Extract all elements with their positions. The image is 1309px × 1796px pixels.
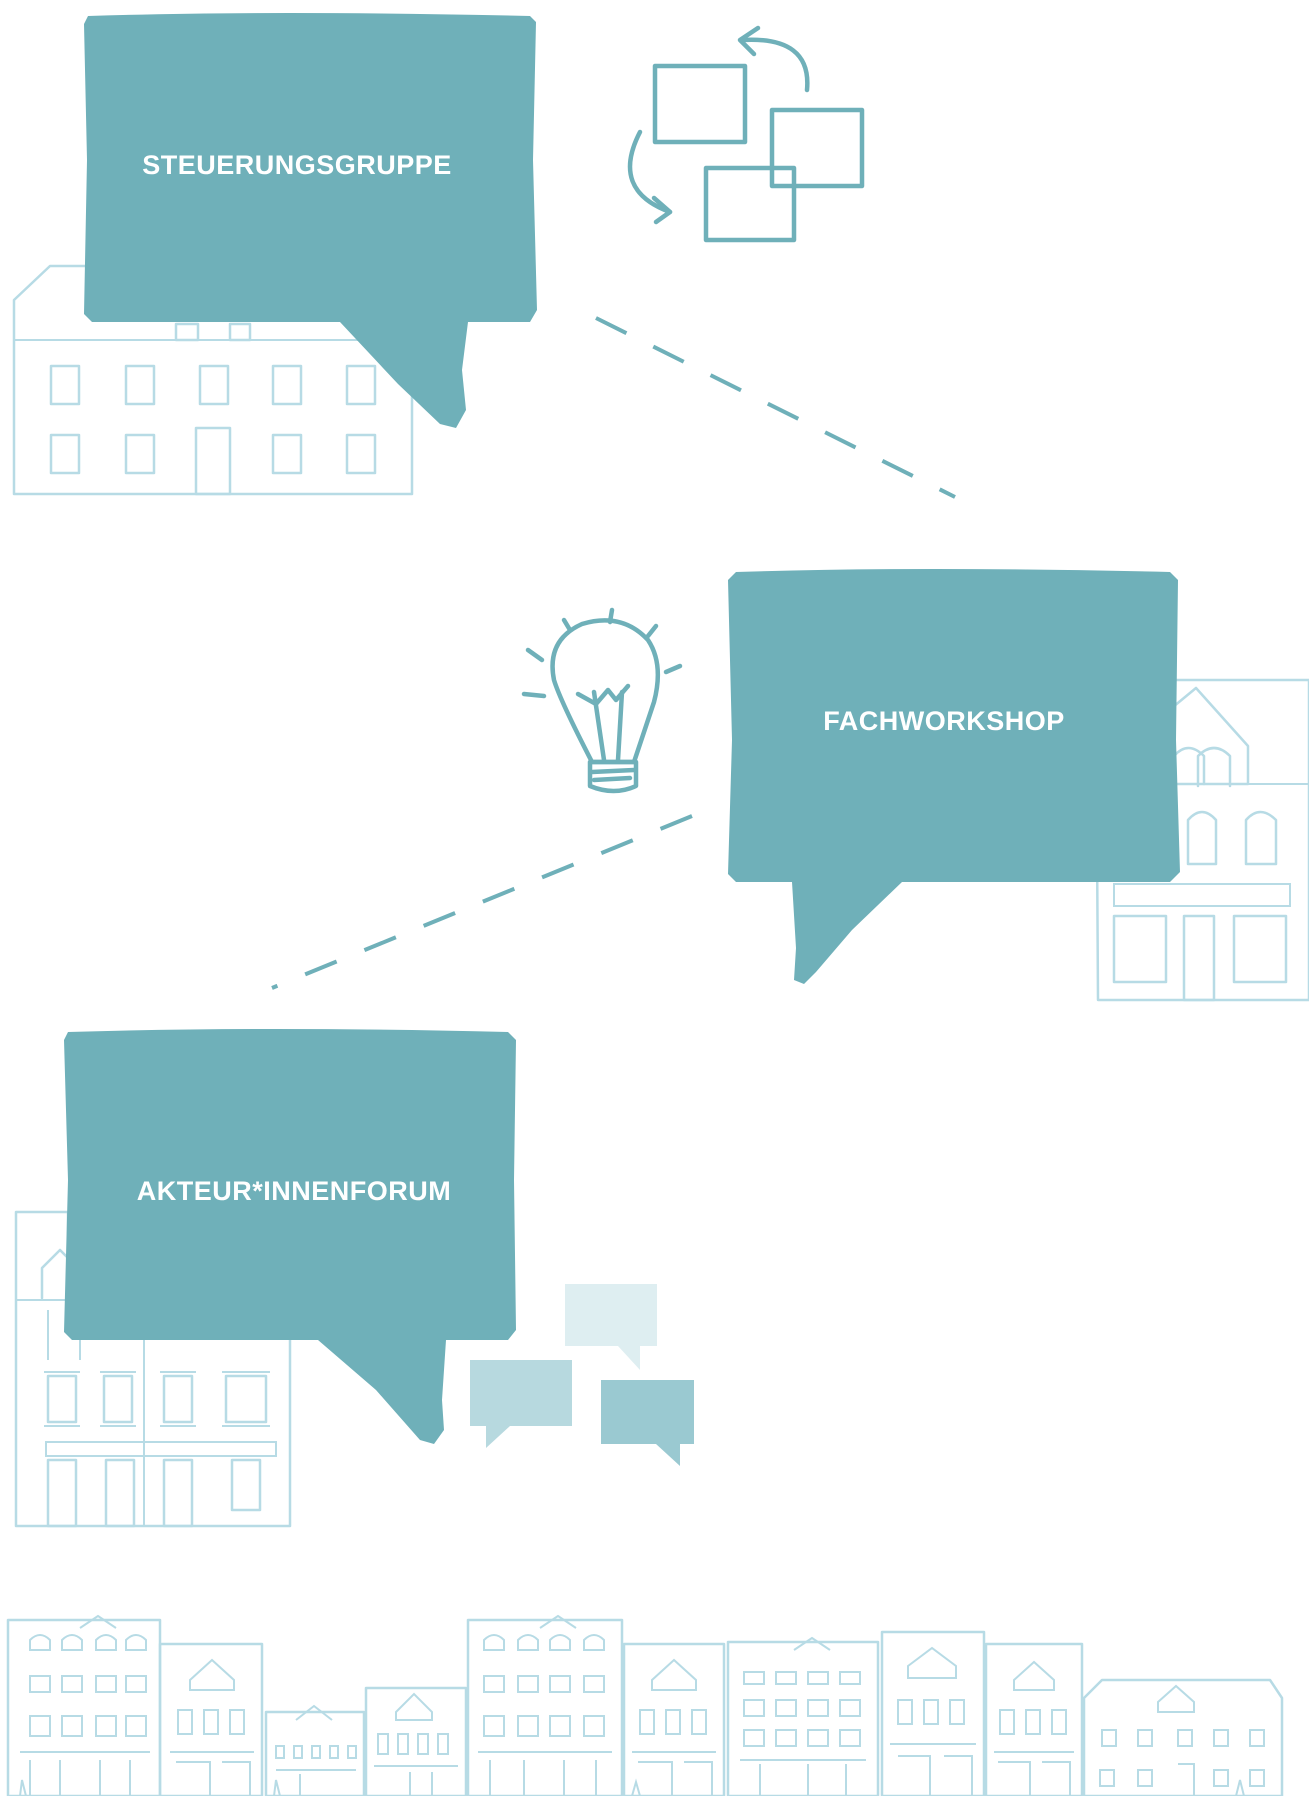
- lightbulb-icon: [521, 607, 683, 794]
- connector-top: [595, 316, 956, 499]
- bubble-label: STEUERUNGSGRUPPE: [142, 150, 452, 180]
- building-illustration-middle: [1094, 678, 1309, 1002]
- chat-bubbles-icon: [470, 1284, 694, 1466]
- bubble-steuerungsgruppe: STEUERUNGSGRUPPE: [84, 13, 537, 428]
- bubble-label: FACHWORKSHOP: [823, 706, 1065, 736]
- bubble-label: AKTEUR*INNENFORUM: [137, 1176, 452, 1206]
- rearrange-squares-icon: [627, 25, 865, 243]
- bubble-fachworkshop: FACHWORKSHOP: [728, 569, 1180, 984]
- connector-bottom: [271, 814, 693, 990]
- street-skyline: [6, 1614, 1284, 1796]
- bubble-akteurinnenforum: AKTEUR*INNENFORUM: [64, 1029, 516, 1444]
